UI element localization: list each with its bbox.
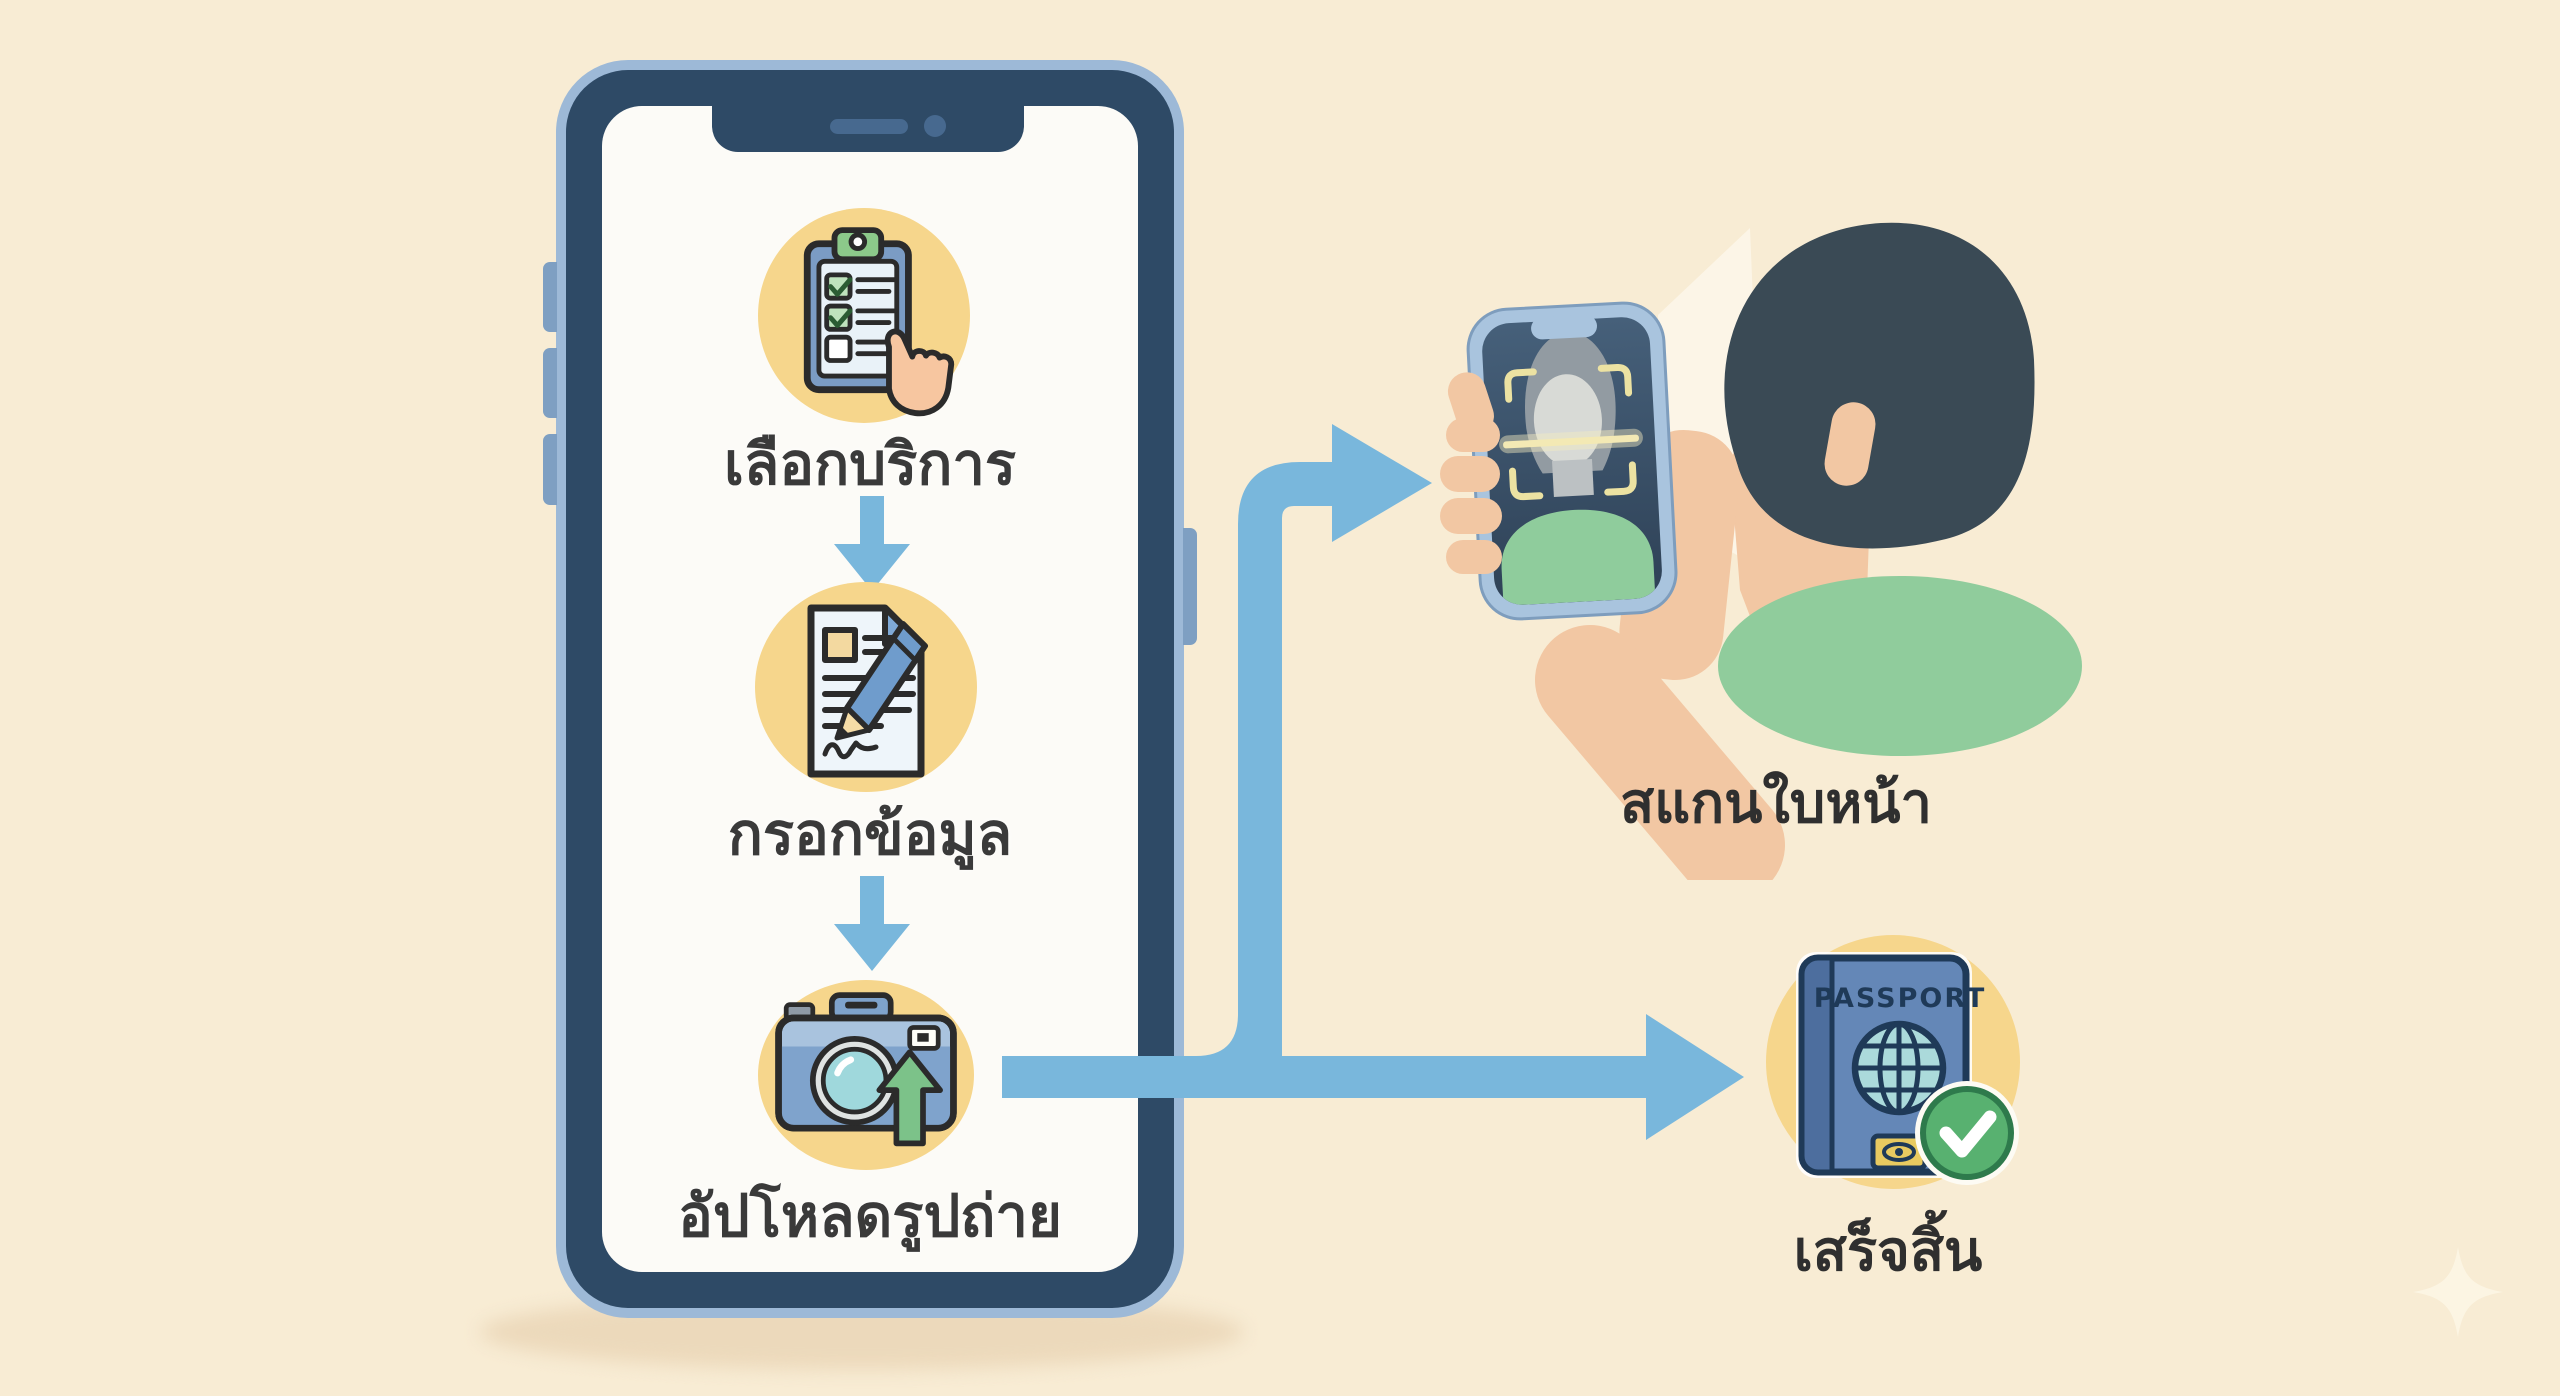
volume-button [543, 434, 557, 505]
check-circle-icon [1915, 1081, 2019, 1185]
globe-icon [1851, 1020, 1947, 1116]
down-arrow-icon [834, 496, 910, 591]
scan-line [1503, 434, 1639, 449]
person-figure [1535, 222, 2082, 880]
step-badge-upload-photo [758, 980, 974, 1170]
down-arrow-icon [834, 876, 910, 971]
person-arm [1535, 625, 1785, 880]
done-label: เสร็จสิ้น [1793, 1219, 1983, 1284]
smartphone-screen: เลือกบริการ [602, 106, 1138, 1272]
power-button [1183, 528, 1197, 645]
speaker-pill [830, 119, 908, 134]
step-badge-select-service [758, 208, 970, 423]
passport-emblem [1870, 1133, 1928, 1171]
gripping-fingers [1440, 372, 1502, 574]
step-badge-fill-information [755, 582, 977, 792]
person-hair [1724, 222, 2035, 549]
phone-notch [712, 106, 1024, 152]
volume-button [543, 262, 557, 332]
person-shoulders [1718, 576, 2082, 756]
front-camera-dot [924, 115, 946, 137]
scan-preview [1499, 332, 1656, 606]
smartphone-frame: เลือกบริการ [543, 60, 1197, 1318]
person-ear [1824, 402, 1876, 486]
passport-title: PASSPORT [1814, 983, 1987, 1014]
face-scan-label: สแกนใบหน้า [1620, 771, 1932, 836]
step-label-upload-photo: อัปโหลดรูปถ่าย [678, 1182, 1062, 1250]
step-label-select-service: เลือกบริการ [723, 430, 1017, 498]
face-scan-illustration [1440, 222, 2082, 880]
document-pen-icon [807, 604, 928, 778]
face-frame-brackets [1504, 364, 1637, 501]
passport-complete-illustration: PASSPORT [1766, 935, 2020, 1189]
camera-upload-icon [775, 992, 957, 1147]
step-label-fill-information: กรอกข้อมูล [727, 800, 1013, 868]
volume-button [543, 348, 557, 418]
scanning-phone [1466, 301, 1678, 621]
arrow-elbow-fillet [1196, 1014, 1238, 1056]
sparkle-icon [2413, 1247, 2503, 1337]
clipboard-checklist-icon [803, 227, 955, 417]
